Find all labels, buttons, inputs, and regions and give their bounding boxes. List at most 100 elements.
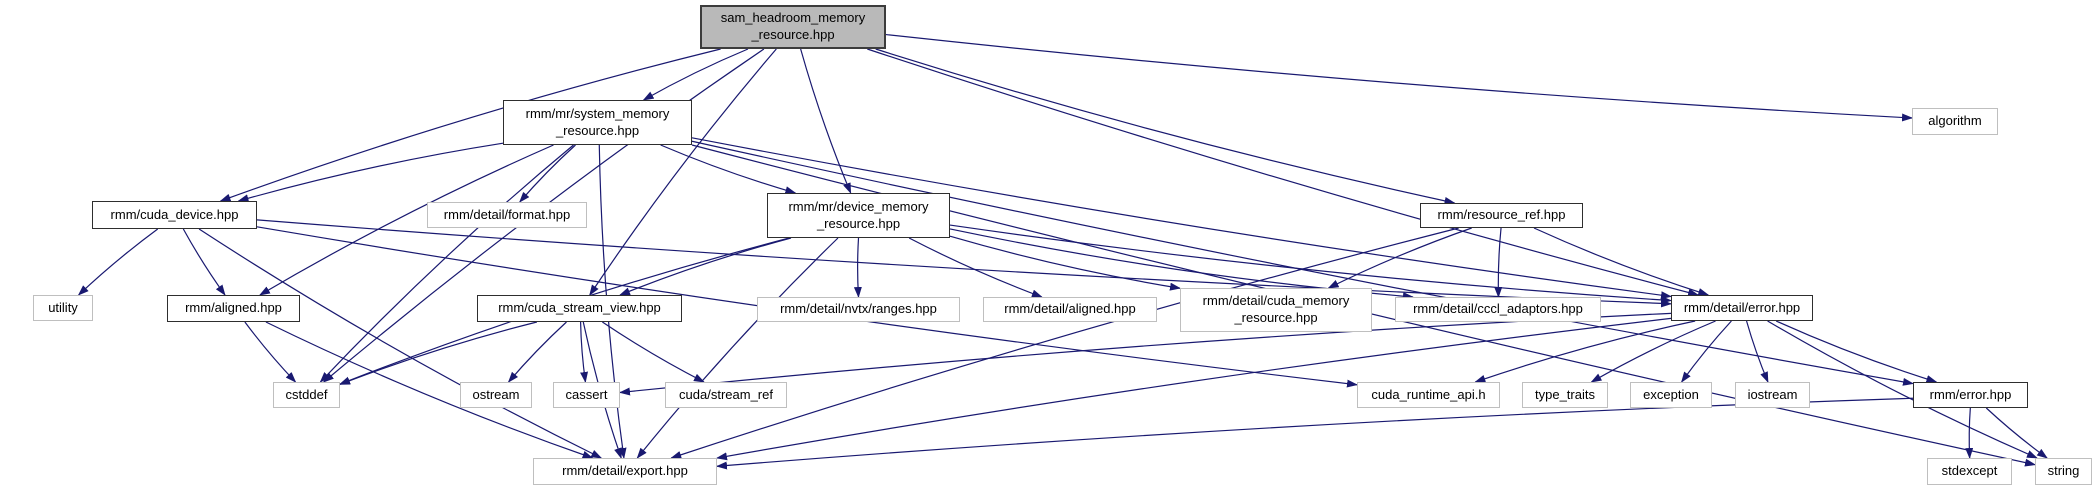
graph-node-label: rmm/detail/nvtx/ranges.hpp <box>780 301 937 317</box>
graph-node-device_memory[interactable]: rmm/mr/device_memory_resource.hpp <box>767 193 950 238</box>
include-edge-system_memory-to-cuda_device <box>237 142 504 203</box>
graph-node-cuda_memory: rmm/detail/cuda_memory_resource.hpp <box>1180 288 1372 332</box>
graph-node-label: algorithm <box>1928 113 1982 129</box>
graph-node-cuda_stream_view[interactable]: rmm/cuda_stream_view.hpp <box>477 295 682 322</box>
include-edge-detail_error-to-cuda_runtime <box>1474 320 1696 383</box>
graph-node-label: cuda_runtime_api.h <box>1371 386 1486 402</box>
graph-node-cstddef: cstddef <box>273 382 340 408</box>
include-edge-detail_error-to-export <box>716 317 1672 461</box>
include-edge-aligned-to-export <box>265 321 594 459</box>
include-edge-device_memory-to-detail_error <box>949 224 1672 304</box>
graph-node-format: rmm/detail/format.hpp <box>427 202 587 228</box>
graph-node-iostream: iostream <box>1735 382 1810 408</box>
graph-node-rmm_error[interactable]: rmm/error.hpp <box>1913 382 2028 408</box>
graph-node-aligned[interactable]: rmm/aligned.hpp <box>167 295 300 322</box>
include-edge-detail_error-to-string <box>1767 320 2038 459</box>
include-edge-device_memory-to-cuda_stream_view <box>619 237 792 296</box>
graph-node-label: iostream <box>1747 386 1798 402</box>
graph-node-utility: utility <box>33 295 93 321</box>
graph-node-label: _resource.hpp <box>1234 310 1318 325</box>
include-edge-resource_ref-to-export <box>670 227 1459 459</box>
graph-node-label: rmm/detail/error.hpp <box>1683 299 1801 315</box>
include-edge-cuda_stream_view-to-ostream <box>507 321 567 383</box>
include-edge-detail_error-to-cassert <box>619 312 1672 396</box>
graph-node-export: rmm/detail/export.hpp <box>533 458 717 485</box>
graph-node-label: ostream <box>472 386 520 402</box>
include-edge-root-to-resource_ref <box>875 48 1456 205</box>
include-edge-device_memory-to-export <box>636 237 839 459</box>
graph-node-label: rmm/mr/device_memory <box>788 198 929 214</box>
include-edge-resource_ref-to-detail_error <box>1533 227 1710 296</box>
graph-node-label: string <box>2047 463 2080 479</box>
include-edge-rmm_error-to-stdexcept <box>1965 407 1974 459</box>
include-edge-cuda_stream_view-to-stream_ref <box>602 321 705 383</box>
include-edge-device_memory-to-detail_aligned <box>908 237 1043 298</box>
include-edge-device_memory-to-cuda_memory <box>949 235 1181 291</box>
graph-node-label: type_traits <box>1535 386 1595 402</box>
include-edge-cuda_device-to-export <box>198 228 603 459</box>
graph-node-stdexcept: stdexcept <box>1927 458 2012 485</box>
include-edge-resource_ref-to-cuda_memory <box>1327 227 1472 289</box>
graph-node-label: _resource.hpp <box>751 27 835 42</box>
graph-node-type_traits: type_traits <box>1522 382 1608 408</box>
include-edge-rmm_error-to-string <box>1985 407 2048 459</box>
graph-node-stream_ref: cuda/stream_ref <box>665 382 787 408</box>
graph-node-label: rmm/detail/aligned.hpp <box>1004 301 1136 317</box>
include-edge-root-to-cuda_device <box>219 48 721 202</box>
graph-node-label: sam_headroom_memory <box>720 10 866 26</box>
graph-node-cccl_adaptors: rmm/detail/cccl_adaptors.hpp <box>1395 297 1601 322</box>
graph-node-resource_ref[interactable]: rmm/resource_ref.hpp <box>1420 203 1583 228</box>
graph-node-label: rmm/cuda_stream_view.hpp <box>498 300 661 316</box>
graph-node-detail_aligned: rmm/detail/aligned.hpp <box>983 297 1157 322</box>
graph-node-label: rmm/cuda_device.hpp <box>110 206 239 222</box>
include-edge-system_memory-to-device_memory <box>660 144 797 195</box>
graph-node-label: rmm/detail/export.hpp <box>562 463 688 479</box>
graph-node-exception: exception <box>1630 382 1712 408</box>
graph-node-cassert: cassert <box>553 382 620 408</box>
include-edge-detail_error-to-type_traits <box>1590 320 1716 383</box>
graph-node-system_memory[interactable]: rmm/mr/system_memory_resource.hpp <box>503 100 692 145</box>
include-edge-cuda_device-to-detail_error <box>256 219 1672 308</box>
graph-node-label: _resource.hpp <box>555 122 640 138</box>
include-edge-system_memory-to-cstddef <box>319 144 574 383</box>
include-edge-detail_error-to-iostream <box>1745 320 1769 383</box>
graph-node-label: rmm/error.hpp <box>1929 386 2012 402</box>
include-edge-device_memory-to-cccl_adaptors <box>949 228 1414 301</box>
graph-node-label: cuda/stream_ref <box>679 386 773 402</box>
graph-node-label: rmm/aligned.hpp <box>185 300 282 316</box>
graph-node-label: rmm/resource_ref.hpp <box>1437 207 1566 223</box>
graph-node-string: string <box>2035 458 2092 485</box>
graph-node-algorithm: algorithm <box>1912 108 1998 135</box>
include-edge-root-to-cuda_stream_view <box>589 48 777 296</box>
graph-node-label: rmm/detail/cccl_adaptors.hpp <box>1413 301 1583 317</box>
include-edge-resource_ref-to-cccl_adaptors <box>1494 227 1503 298</box>
graph-node-nvtx_ranges: rmm/detail/nvtx/ranges.hpp <box>757 297 960 322</box>
include-edge-detail_error-to-exception <box>1681 320 1732 383</box>
graph-node-label: cassert <box>565 386 608 402</box>
graph-node-root[interactable]: sam_headroom_memory_resource.hpp <box>700 5 886 49</box>
include-edge-rmm_error-to-export <box>716 397 1914 470</box>
graph-node-label: rmm/mr/system_memory <box>525 105 670 121</box>
graph-node-ostream: ostream <box>460 382 532 408</box>
graph-node-label: utility <box>48 299 78 315</box>
include-edge-system_memory-to-aligned <box>259 144 554 296</box>
graph-node-label: exception <box>1643 386 1699 402</box>
include-edge-system_memory-to-format <box>519 144 576 203</box>
include-edge-detail_error-to-rmm_error <box>1775 320 1938 383</box>
graph-node-cuda_device[interactable]: rmm/cuda_device.hpp <box>92 201 257 229</box>
include-edge-cuda_device-to-aligned <box>182 228 226 296</box>
include-edge-root-to-system_memory <box>642 48 749 101</box>
include-edge-aligned-to-cstddef <box>244 321 297 383</box>
graph-node-label: stdexcept <box>1941 463 1998 479</box>
include-edge-device_memory-to-nvtx_ranges <box>853 237 862 298</box>
include-edge-root-to-algorithm <box>885 33 1913 122</box>
include-edge-system_memory-to-detail_error <box>691 137 1672 300</box>
include-edge-root-to-device_memory <box>800 48 852 194</box>
include-edge-root-to-detail_error <box>867 48 1700 297</box>
graph-node-detail_error[interactable]: rmm/detail/error.hpp <box>1671 295 1813 321</box>
graph-node-cuda_runtime: cuda_runtime_api.h <box>1357 382 1500 408</box>
graph-node-label: _resource.hpp <box>816 215 901 231</box>
include-edge-cuda_stream_view-to-cassert <box>579 321 589 383</box>
